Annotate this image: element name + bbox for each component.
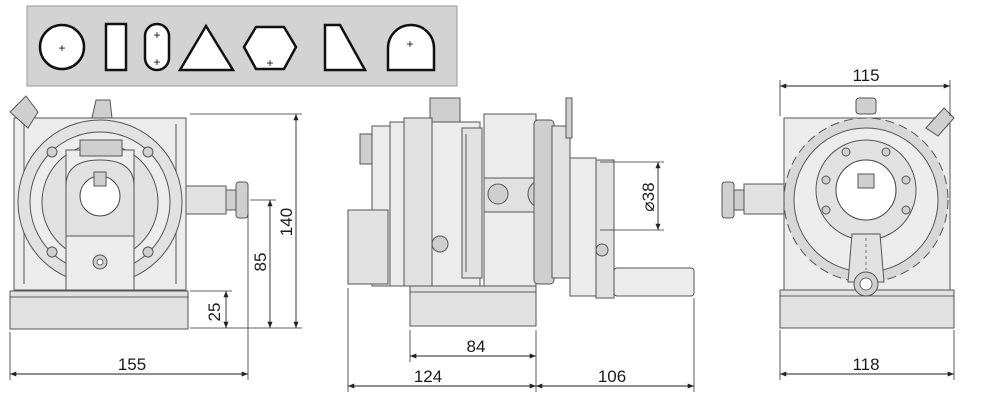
front-width-label: 155 xyxy=(118,355,146,374)
front-view xyxy=(9,95,249,330)
side-view xyxy=(347,97,695,327)
front-width-dimension: 155 xyxy=(9,214,249,380)
front-base-height-label: 25 xyxy=(205,303,224,322)
rear-bottom-width-label: 118 xyxy=(852,355,879,374)
svg-text:+: + xyxy=(153,55,160,69)
front-mid-height-dimension: 85 xyxy=(250,199,276,328)
side-length-dimension: 124 xyxy=(347,288,536,392)
profile-shapes-panel: + + + + + xyxy=(26,5,458,87)
side-diameter-label: ⌀38 xyxy=(639,182,658,211)
svg-text:+: + xyxy=(266,56,273,70)
side-length-label: 124 xyxy=(414,367,442,386)
side-handle-length-label: 106 xyxy=(598,367,626,386)
svg-text:+: + xyxy=(58,41,65,55)
rear-top-width-label: 115 xyxy=(852,66,879,85)
svg-text:+: + xyxy=(153,28,160,42)
triangle-profile xyxy=(177,23,236,72)
hexagon-profile: + xyxy=(242,25,298,71)
rear-view xyxy=(721,97,955,329)
side-handle-length-dimension: 106 xyxy=(536,298,695,392)
svg-text:+: + xyxy=(406,37,413,51)
front-height-dimension: 140 xyxy=(190,113,302,329)
circle-profile: + xyxy=(38,23,86,71)
side-diameter-dimension: ⌀38 xyxy=(600,161,664,231)
rectangle-profile xyxy=(104,22,128,72)
arch-profile: + xyxy=(386,23,436,72)
front-height-label: 140 xyxy=(277,208,296,236)
side-inner-length-dimension: 84 xyxy=(409,330,537,392)
front-mid-height-label: 85 xyxy=(251,253,270,272)
side-inner-length-label: 84 xyxy=(467,337,486,356)
slot-profile: + + xyxy=(143,22,171,72)
front-base-height-dimension: 25 xyxy=(190,290,232,328)
rear-bottom-width-dimension: 118 xyxy=(779,330,955,380)
rear-top-width-dimension: 115 xyxy=(779,66,951,116)
trapezoid-profile xyxy=(323,23,368,72)
